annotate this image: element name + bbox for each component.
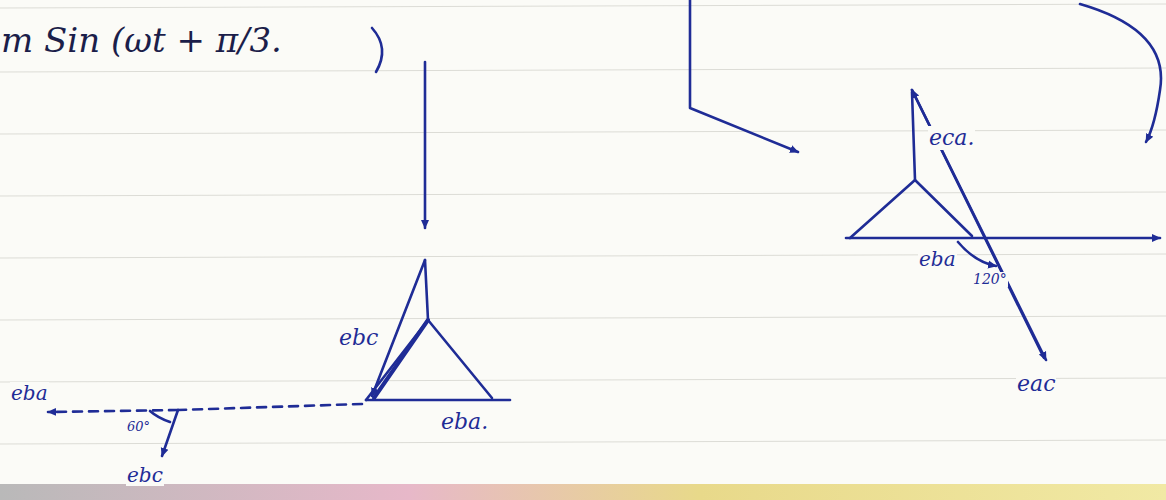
equation-text: m Sin (ωt + π/3. [0,22,283,59]
angle-label: 120° [972,272,1008,287]
phasor-label: eba [10,382,49,404]
phasor-label: eac [1016,372,1056,396]
phasor-label: eba. [440,410,489,434]
phasor-label: ebc [126,464,164,486]
phasor-label: eca. [928,126,975,150]
phasor-label: ebc [338,326,379,350]
phasor-label: eba [918,248,957,270]
angle-label: 60° [126,420,151,434]
